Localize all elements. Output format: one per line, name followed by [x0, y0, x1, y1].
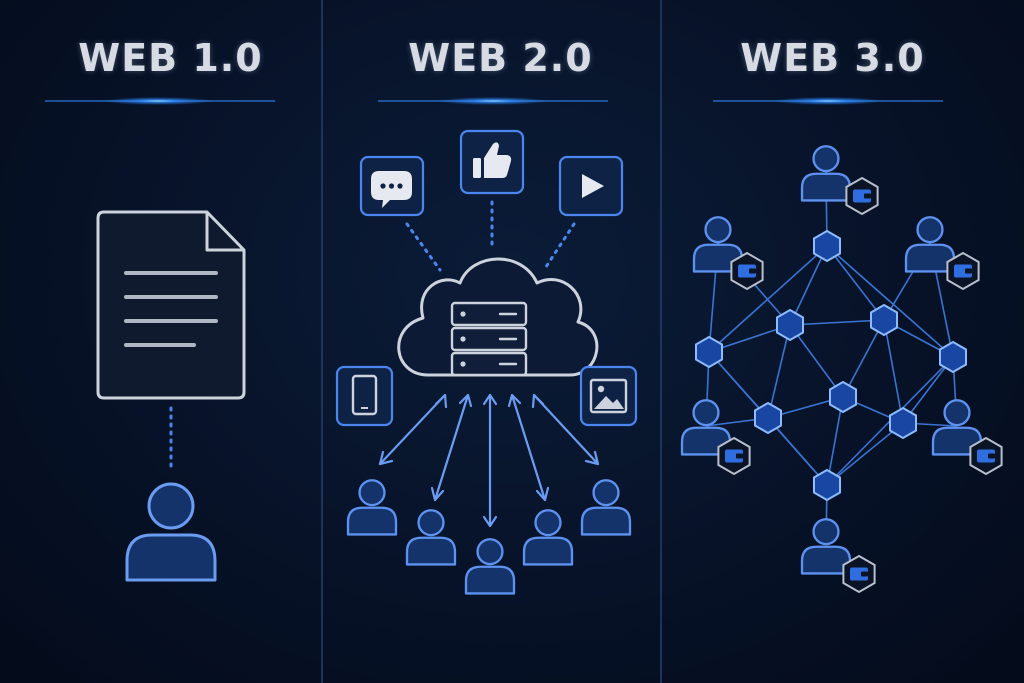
- wallet-icon: [730, 252, 764, 290]
- wallet-icon: [946, 252, 980, 290]
- mesh-edge: [767, 324, 791, 419]
- mesh-edge: [883, 319, 904, 424]
- cloud-server-icon: [397, 257, 599, 377]
- mesh-edge: [789, 245, 828, 326]
- node-hexagon-icon: [889, 407, 917, 439]
- node-hexagon-icon: [754, 402, 782, 434]
- web1-title: WEB 1.0: [78, 36, 263, 80]
- web2-user-icon-2: [405, 509, 457, 566]
- node-hexagon-icon: [813, 230, 841, 262]
- wallet-icon: [969, 437, 1003, 475]
- node-hexagon-icon: [695, 336, 723, 368]
- web2-user-icon-1: [346, 479, 398, 536]
- web3-users: [680, 145, 983, 575]
- chat-icon: [359, 155, 425, 217]
- mesh-edge: [789, 319, 885, 326]
- web2-title: WEB 2.0: [408, 36, 593, 80]
- node-hexagon-icon: [939, 341, 967, 373]
- web2-dotted-links: [405, 200, 576, 272]
- mesh-edge: [826, 396, 844, 486]
- wallet-icon: [845, 177, 879, 215]
- web2-user-icon-5: [580, 479, 632, 536]
- mesh-edge: [789, 324, 844, 398]
- mesh-edge: [842, 319, 885, 398]
- node-hexagon-icon: [813, 469, 841, 501]
- web3-user-icon: [800, 145, 852, 202]
- mesh-edge: [826, 245, 885, 321]
- play-icon: [558, 155, 624, 217]
- title-underline-2: [378, 97, 608, 105]
- web1-document-icon: [96, 210, 246, 400]
- wallet-icon: [842, 555, 876, 593]
- thumbs-up-icon: [459, 129, 525, 195]
- node-hexagon-icon: [776, 309, 804, 341]
- web2-arrows: [378, 393, 600, 528]
- web2-user-icon-4: [522, 509, 574, 566]
- title-underline-3: [713, 97, 943, 105]
- web2-user-icon-3: [464, 538, 516, 595]
- phone-icon: [335, 365, 394, 427]
- web1-user-icon: [125, 482, 217, 582]
- mesh-edge: [826, 422, 904, 486]
- node-hexagon-icon: [870, 304, 898, 336]
- web3-wallets: [717, 177, 1003, 593]
- node-hexagon-icon: [829, 381, 857, 413]
- image-icon: [579, 365, 638, 427]
- wallet-icon: [717, 437, 751, 475]
- web3-title: WEB 3.0: [740, 36, 925, 80]
- mesh-edge: [826, 245, 954, 358]
- title-underline-1: [45, 97, 275, 105]
